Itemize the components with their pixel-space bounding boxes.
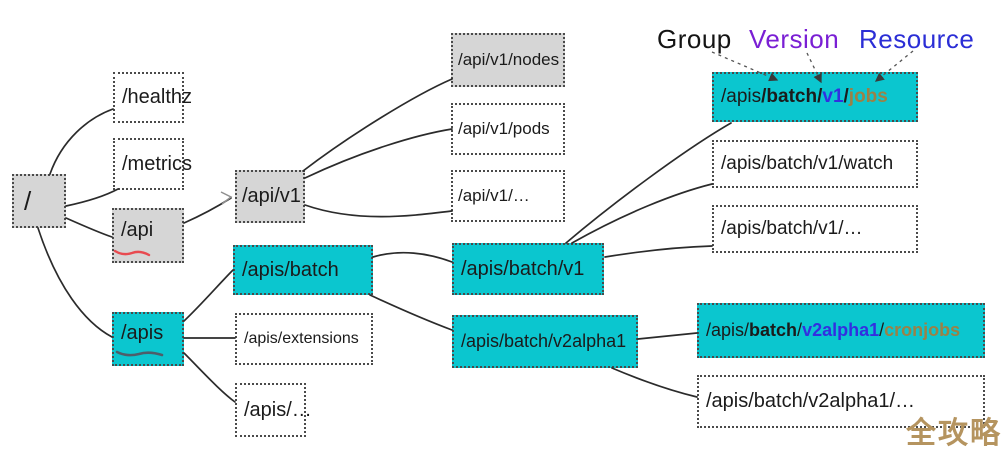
watermark: 全攻略 xyxy=(906,417,1002,450)
legend-version-label: Version xyxy=(749,24,840,54)
edge-apiv1-more xyxy=(304,204,453,218)
node-api-v1-more: /api/v1/… xyxy=(451,170,565,222)
cronjobs-separator-2: / xyxy=(879,320,885,340)
jobs-group: /batch/ xyxy=(761,86,823,107)
cronjobs-version: v2alpha1 xyxy=(802,320,880,340)
node-api-v1: /api/v1 xyxy=(235,170,305,223)
node-api-v1-pods: /api/v1/pods xyxy=(451,103,565,155)
cronjobs-prefix: /apis/ xyxy=(706,320,750,340)
legend-group-label: Group xyxy=(657,24,732,54)
cronjobs-separator-1: / xyxy=(797,320,803,340)
edge-v1-more xyxy=(604,245,713,258)
node-api: /api xyxy=(112,208,184,263)
jobs-prefix: /apis xyxy=(721,86,762,107)
node-apis: /apis xyxy=(112,312,184,366)
node-apis-batch-v1: /apis/batch/v1 xyxy=(452,243,604,295)
edge-root-api xyxy=(65,217,113,238)
edge-apis-more xyxy=(183,352,236,403)
edge-batch-v1 xyxy=(372,251,453,263)
node-apis-batch-v2alpha1-more: /apis/batch/v2alpha1/… xyxy=(697,375,985,428)
edge-api-apiv1 xyxy=(183,197,232,224)
edge-root-apis xyxy=(37,227,113,338)
edge-v1-watch xyxy=(571,183,713,244)
edge-batch-v2alpha1 xyxy=(369,294,453,331)
cronjobs-resource: cronjobs xyxy=(884,320,961,340)
node-apis-batch-v1-more: /apis/batch/v1/… xyxy=(712,205,918,253)
node-apis-batch-v1-jobs: /apis/batch/v1/jobs xyxy=(712,72,918,122)
node-metrics: /metrics xyxy=(113,138,192,190)
node-root: / xyxy=(12,174,66,228)
node-apis-batch-v2alpha1: /apis/batch/v2alpha1 xyxy=(452,315,638,368)
edge-root-healthz xyxy=(49,108,114,175)
node-healthz: /healthz xyxy=(113,72,192,123)
jobs-resource: jobs xyxy=(848,86,888,107)
node-apis-batch: /apis/batch xyxy=(233,245,373,295)
edge-v1-jobs xyxy=(565,122,732,244)
edge-apiv1-pods xyxy=(304,128,453,179)
node-apis-more: /apis/… xyxy=(235,383,312,437)
jobs-separator: / xyxy=(843,86,849,107)
edge-v2alpha1-cronjobs xyxy=(637,332,698,340)
cronjobs-group: batch xyxy=(749,320,798,340)
node-apis-batch-v1-watch: /apis/batch/v1/watch xyxy=(712,140,918,188)
legend-resource-label: Resource xyxy=(859,24,975,54)
jobs-version: v1 xyxy=(822,86,844,107)
edge-v2alpha1-more xyxy=(611,367,698,398)
edge-apis-batch xyxy=(183,269,234,322)
edge-apiv1-nodes xyxy=(302,78,453,172)
node-apis-batch-v2alpha1-cronjobs: /apis/batch/v2alpha1/cronjobs xyxy=(697,303,985,358)
node-api-v1-nodes: /api/v1/nodes xyxy=(451,33,565,87)
hand-drawn-arrowhead xyxy=(220,191,233,205)
edge-root-metrics xyxy=(65,188,119,207)
node-apis-extensions: /apis/extensions xyxy=(235,313,373,365)
